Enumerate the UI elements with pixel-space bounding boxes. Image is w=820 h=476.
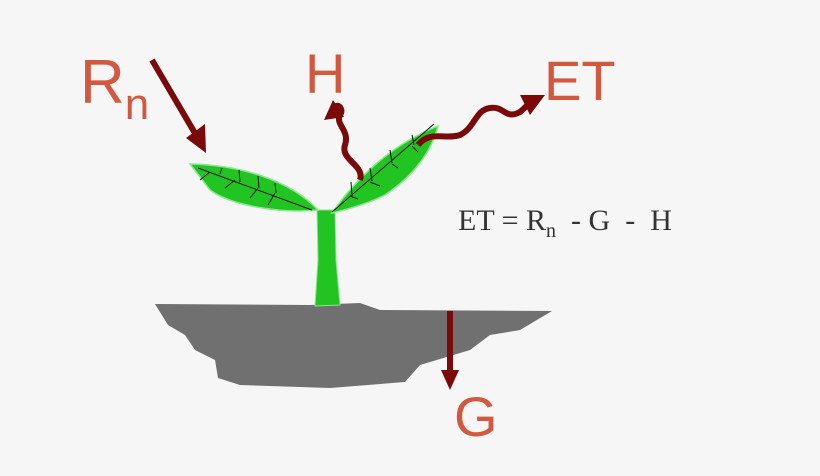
equation: ET = Rn - G - H — [458, 204, 672, 242]
left-leaf-vein — [197, 167, 313, 211]
soil — [155, 303, 552, 388]
g-label: G — [454, 385, 498, 448]
right-leaf — [330, 124, 440, 215]
h-label: H — [305, 42, 345, 105]
plant-stem — [314, 209, 341, 307]
g-arrow — [441, 311, 459, 390]
et-arrow — [415, 95, 545, 148]
left-leaf — [188, 163, 320, 212]
right-leaf-vein — [331, 123, 435, 213]
et-label: ET — [544, 49, 616, 112]
h-arrow — [324, 100, 364, 181]
rn-label: Rn — [80, 48, 149, 129]
rn-arrow — [149, 58, 206, 153]
